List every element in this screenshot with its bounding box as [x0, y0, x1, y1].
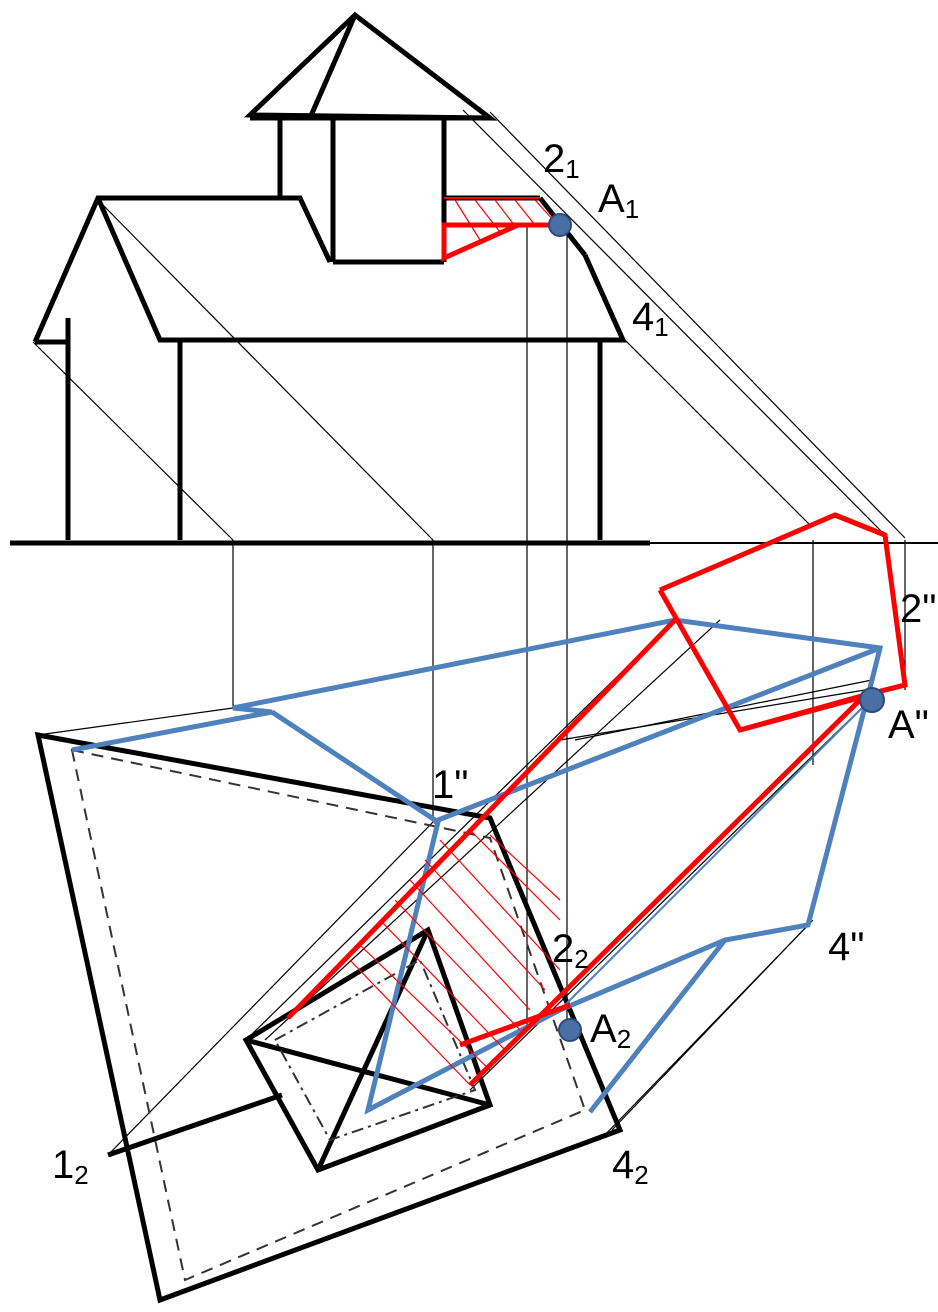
labels: 21 A1 41 2" A" 1" 22 A2 4" 12 42	[52, 137, 936, 1190]
label-1-2: 12	[52, 1143, 89, 1190]
label-4-1: 41	[632, 295, 669, 342]
house-front-view	[32, 11, 627, 540]
label-4-shadow: 4"	[828, 925, 864, 969]
blue-shadow-outline	[71, 617, 884, 1115]
label-2-shadow: 2"	[900, 587, 936, 631]
point-a1	[548, 213, 572, 237]
label-4-2: 42	[612, 1143, 649, 1190]
red-shadow-plan	[286, 512, 908, 1087]
point-a-shadow	[859, 687, 885, 713]
label-a1: A1	[598, 177, 639, 224]
label-1-shadow: 1"	[432, 763, 468, 807]
label-2-2: 22	[552, 927, 589, 974]
point-a2	[558, 1018, 582, 1042]
house-plan-view	[34, 731, 624, 1304]
label-a-shadow: A"	[888, 703, 929, 747]
front-shadow	[441, 197, 560, 262]
label-a2: A2	[590, 1007, 631, 1054]
label-2-1: 21	[543, 137, 580, 184]
